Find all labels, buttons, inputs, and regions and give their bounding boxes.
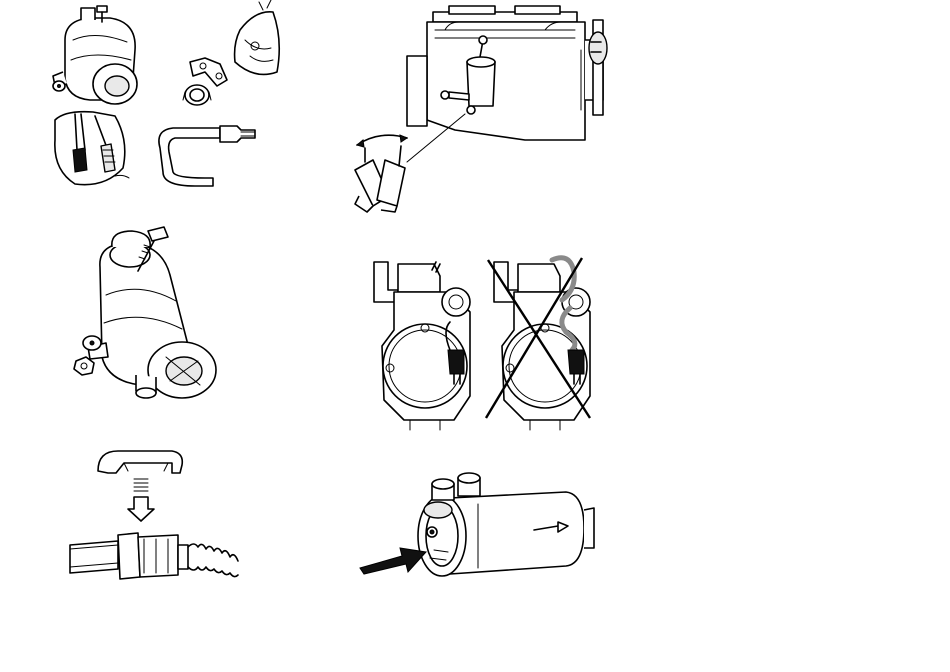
- washer-icon: [53, 81, 65, 91]
- hose-routing-panel: [370, 250, 600, 435]
- coolant-hose-icon: [159, 126, 255, 186]
- heater-bolt-panel: [70, 225, 230, 410]
- power-cord-icon: [55, 112, 129, 185]
- bracket-icon: [190, 58, 227, 86]
- tilt-angle-icon: [355, 135, 407, 212]
- engine-block-icon: [407, 6, 607, 140]
- parts-bag-icon: [235, 0, 280, 74]
- clip-icon: [98, 451, 182, 473]
- heater-side-view-icon: [418, 473, 594, 576]
- heater-label-panel: [358, 470, 603, 590]
- kit-contents-panel: [45, 0, 285, 195]
- down-arrow-icon: [128, 497, 154, 521]
- nut-icon: [74, 357, 94, 375]
- coolant-hose-icon: [70, 533, 238, 579]
- heater-unit-icon: [53, 8, 137, 104]
- hose-clamp-icon: [183, 85, 211, 105]
- spring-connector-icon: [134, 479, 148, 491]
- pointer-arrow-icon: [360, 548, 426, 574]
- engine-mounting-panel: [345, 0, 620, 220]
- washer-icon: [83, 336, 101, 350]
- clip-attach-panel: [68, 445, 248, 580]
- engine-front-view-icon: [374, 262, 470, 430]
- heater-unit-icon: [88, 231, 216, 398]
